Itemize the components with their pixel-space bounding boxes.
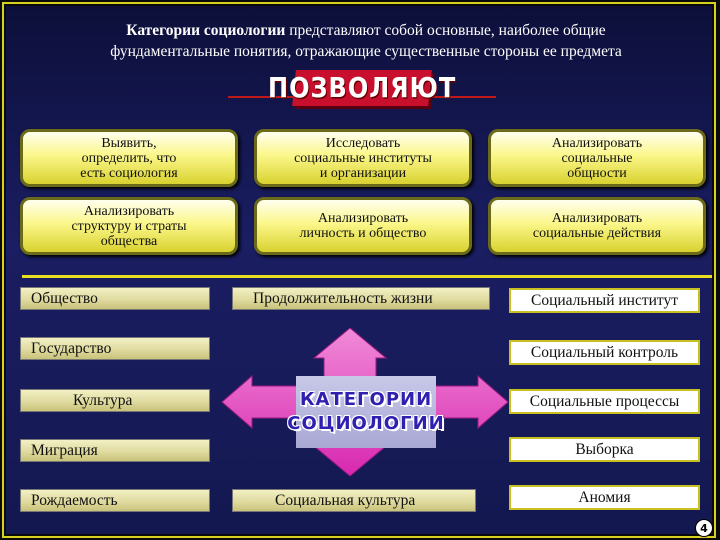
category-sotsialnyi-institut: Социальный институт	[509, 288, 700, 313]
yellow-box-2-line-1: Исследовать	[325, 135, 401, 151]
yellow-box-5-line-1: Анализировать	[317, 211, 409, 226]
banner: ПОЗВОЛЯЮТ	[268, 70, 456, 106]
banner-label: ПОЗВОЛЯЮТ	[267, 71, 457, 105]
yellow-box-2-line-2: социальные институты	[294, 150, 432, 166]
category-prodolzhitelnost-zhizni: Продолжительность жизни	[232, 287, 490, 310]
category-rozhdaemost: Рождаемость	[20, 489, 210, 512]
yellow-box-4-line-2: структуру и страты	[71, 218, 187, 234]
category-migratsiya: Миграция	[20, 439, 210, 462]
yellow-box-3-line-1: Анализировать	[551, 135, 643, 151]
category-gosudarstvo: Государство	[20, 337, 210, 360]
category-vyborka: Выборка	[509, 437, 700, 462]
yellow-box-4-line-1: Анализировать	[83, 203, 175, 219]
title-line2: фундаментальные понятия, отражающие суще…	[110, 43, 622, 60]
page-number: 4	[695, 519, 713, 537]
title-line1-rest: представляют собой основные, наиболее об…	[285, 22, 606, 39]
center-categories-box: КАТЕГОРИИ СОЦИОЛОГИИ	[287, 376, 444, 448]
yellow-box-6-line-2: социальные действия	[532, 226, 662, 241]
yellow-box-4-line-3: общества	[100, 233, 158, 249]
center-label-line-2: СОЦИОЛОГИИ	[287, 413, 445, 434]
category-sotsialnaya-kultura: Социальная культура	[232, 489, 476, 512]
slide-title: Категории социологии представляют собой …	[26, 20, 706, 62]
center-label-line-1: КАТЕГОРИИ	[299, 389, 433, 410]
yellow-box-3-line-3: общности	[567, 165, 627, 181]
category-kultura: Культура	[20, 389, 210, 412]
separator-line	[22, 275, 712, 278]
yellow-box-1-line-3: есть социология	[80, 165, 178, 181]
yellow-box-2-line-3: и организации	[319, 165, 407, 181]
category-sotsialnye-protsessy: Социальные процессы	[509, 389, 700, 414]
yellow-box-1-line-1: Выявить,	[101, 135, 157, 151]
yellow-box-6-line-1: Анализировать	[551, 211, 643, 226]
yellow-box-3-line-2: социальные	[561, 150, 633, 166]
category-sotsialnyi-kontrol: Социальный контроль	[509, 340, 700, 365]
category-anomiya: Аномия	[509, 485, 700, 510]
yellow-box-1-line-2: определить, что	[81, 150, 177, 166]
title-bold: Категории социологии	[126, 22, 286, 39]
yellow-box-5-line-2: личность и общество	[299, 226, 427, 241]
slide: Категории социологии представляют собой …	[6, 6, 712, 534]
category-obshchestvo: Общество	[20, 287, 210, 310]
